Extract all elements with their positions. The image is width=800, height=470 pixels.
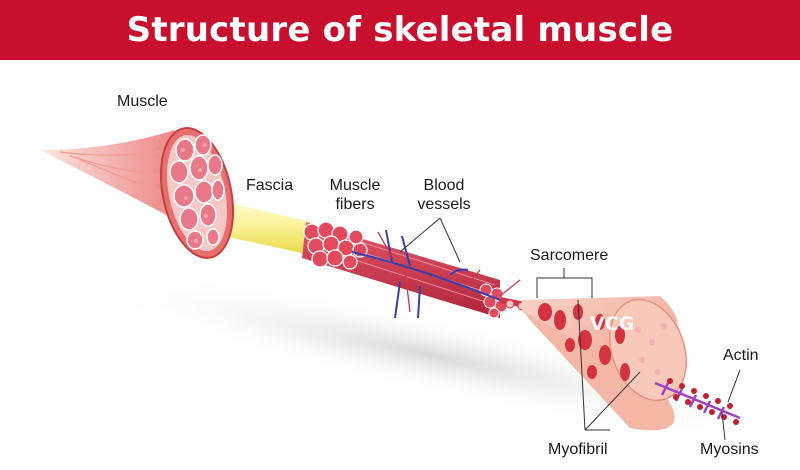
page-title: Structure of skeletal muscle bbox=[126, 10, 674, 50]
label-myosins: Myosins bbox=[700, 441, 759, 458]
watermark-logo: VCG bbox=[590, 313, 635, 335]
label-blood-vessels-line1: Blood bbox=[423, 177, 465, 194]
label-myofibril: Myofibril bbox=[548, 441, 608, 458]
fascicles bbox=[169, 134, 225, 250]
title-banner: Structure of skeletal muscle bbox=[0, 0, 800, 60]
label-sarcomere: Sarcomere bbox=[530, 247, 609, 264]
watermark-id: VCG211230316010 bbox=[676, 320, 771, 331]
myosin-filament bbox=[654, 381, 741, 420]
label-muscle: Muscle bbox=[117, 93, 168, 110]
fiber-end-circles bbox=[303, 221, 368, 270]
label-muscle-fibers-line1: Muscle bbox=[329, 177, 381, 194]
label-muscle-fibers: Muscle fibers bbox=[318, 176, 392, 214]
blood-vessels bbox=[351, 229, 501, 319]
label-actin: Actin bbox=[723, 347, 759, 364]
leader-lines bbox=[399, 217, 741, 441]
label-muscle-fibers-line2: fibers bbox=[335, 196, 375, 213]
sarcomere-bands bbox=[538, 303, 630, 381]
label-blood-vessels: Blood vessels bbox=[408, 176, 480, 214]
label-blood-vessels-line2: vessels bbox=[417, 196, 471, 213]
label-fascia: Fascia bbox=[246, 177, 294, 194]
